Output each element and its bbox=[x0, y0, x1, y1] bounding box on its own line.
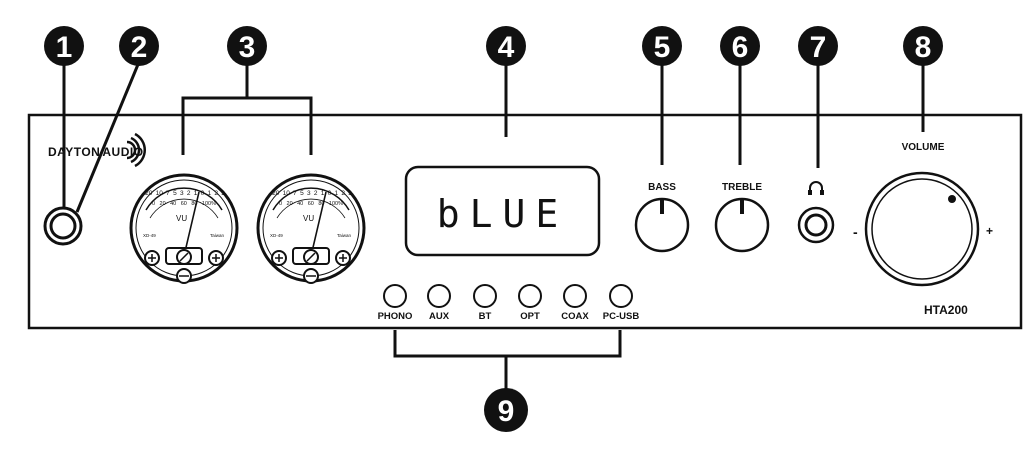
svg-text:4: 4 bbox=[498, 31, 515, 64]
callout-leaders bbox=[62, 61, 925, 390]
svg-text:8: 8 bbox=[915, 31, 932, 64]
display-readout: bLUE bbox=[436, 192, 569, 236]
volume-knob[interactable] bbox=[864, 171, 980, 287]
input-label-coax: COAX bbox=[561, 311, 589, 322]
callout-3: 3 bbox=[227, 26, 267, 66]
input-buttons bbox=[383, 284, 633, 308]
volume-indicator-dot bbox=[948, 195, 956, 203]
brand-name-left: DAYTON bbox=[48, 145, 100, 159]
svg-text:9: 9 bbox=[498, 395, 515, 428]
bt-button[interactable] bbox=[473, 284, 497, 308]
aux-button[interactable] bbox=[427, 284, 451, 308]
phono-button[interactable] bbox=[383, 284, 407, 308]
callout-1: 1 bbox=[44, 26, 84, 66]
vu-left-mark-left: XD-49 bbox=[143, 233, 156, 238]
callouts: 1 2 3 4 5 6 7 8 9 bbox=[44, 26, 943, 432]
treble-knob[interactable] bbox=[714, 197, 770, 253]
svg-text:1: 1 bbox=[56, 31, 73, 64]
callout-7: 7 bbox=[798, 26, 838, 66]
headphone-jack[interactable] bbox=[797, 206, 835, 244]
treble-label: TREBLE bbox=[722, 182, 762, 193]
callout-2: 2 bbox=[119, 26, 159, 66]
vu-right-mark-right: Taiwan bbox=[337, 233, 352, 238]
bass-knob[interactable] bbox=[634, 197, 690, 253]
callout-4: 4 bbox=[486, 26, 526, 66]
input-label-bt: BT bbox=[478, 311, 492, 322]
callout-9: 9 bbox=[484, 388, 528, 432]
input-label-aux: AUX bbox=[428, 311, 450, 322]
callout-5: 5 bbox=[642, 26, 682, 66]
vu-right-mark-left: XD-49 bbox=[270, 233, 283, 238]
display-window bbox=[404, 165, 601, 257]
callout-8: 8 bbox=[903, 26, 943, 66]
opt-button[interactable] bbox=[518, 284, 542, 308]
svg-text:6: 6 bbox=[732, 31, 749, 64]
headphones-icon bbox=[808, 181, 824, 195]
bass-label: BASS bbox=[648, 182, 676, 193]
vu-left-label: VU bbox=[176, 214, 188, 223]
svg-text:2: 2 bbox=[131, 31, 148, 64]
svg-text:7: 7 bbox=[810, 31, 827, 64]
coax-button[interactable] bbox=[563, 284, 587, 308]
input-label-pc-usb: PC-USB bbox=[602, 311, 640, 322]
vu-right-label: VU bbox=[303, 214, 315, 223]
volume-label: VOLUME bbox=[901, 142, 945, 153]
volume-plus-mark: + bbox=[986, 224, 994, 238]
vu-left-mark-right: Taiwan bbox=[210, 233, 225, 238]
svg-text:5: 5 bbox=[654, 31, 671, 64]
pc-usb-button[interactable] bbox=[609, 284, 633, 308]
svg-text:3: 3 bbox=[239, 31, 256, 64]
power-button[interactable] bbox=[43, 206, 83, 246]
callout-6: 6 bbox=[720, 26, 760, 66]
input-label-phono: PHONO bbox=[377, 311, 413, 322]
volume-minus-mark: - bbox=[853, 224, 858, 240]
input-label-opt: OPT bbox=[520, 311, 540, 322]
model-label: HTA200 bbox=[924, 303, 968, 317]
